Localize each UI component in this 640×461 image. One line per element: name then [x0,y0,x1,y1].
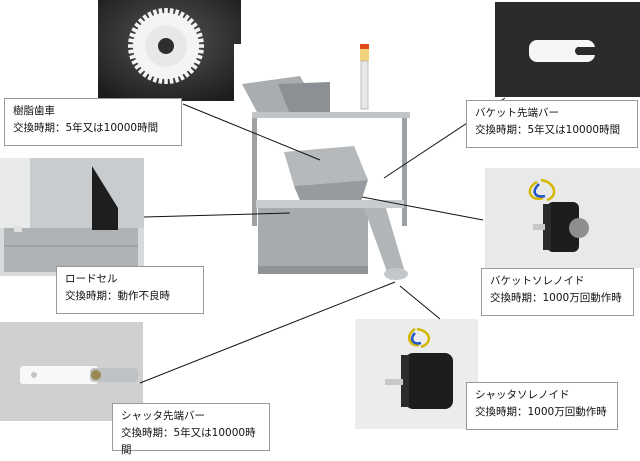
loadcell-callout-line [143,212,291,218]
solenoid-icon [355,319,478,429]
machine-illustration [242,44,410,280]
shutter-tip-interval: 5年又は10000時間 [121,427,256,456]
bar-part-icon [495,2,640,97]
gear-icon [98,0,241,101]
shutter-solenoid-callout-line [399,285,441,320]
shutter-solenoid-interval: 1000万回動作時 [527,406,607,418]
bucket-solenoid-callout-line [361,196,484,221]
loadcell-interval: 動作不良時 [117,290,171,302]
gear-label: 樹脂歯車 交換時期：5年又は10000時間 [4,98,182,146]
shutter-tip-label: シャッタ先端バー 交換時期：5年又は10000時間 [112,403,270,456]
bucket-tip-label: バケット先端バー 交換時期：5年又は10000時間 [466,100,638,148]
bucket-solenoid-interval: 1000万回動作時 [542,292,622,304]
loadcell-label: ロードセル 交換時期：動作不良時 [56,266,204,314]
gear-name: 樹脂歯車 [13,105,55,117]
shutter-solenoid-name: シャッタソレノイド [475,389,570,401]
bucket-tip-name: バケット先端バー [475,107,559,119]
gear-interval: 5年又は10000時間 [65,122,159,134]
shutter-solenoid-label: シャッタソレノイド 交換時期：1000万回動作時 [466,382,618,430]
loadcell-interval-label: 交換時期： [65,290,118,302]
gear-photo [98,0,241,101]
bucket-tip-bar-photo [495,2,640,97]
bucket-solenoid-label: バケットソレノイド 交換時期：1000万回動作時 [481,268,634,316]
shutter-tip-bar-photo [0,322,143,421]
gear-interval-label: 交換時期： [13,122,66,134]
solenoid-icon [485,168,640,268]
shutter-solenoid-interval-label: 交換時期： [475,406,528,418]
bucket-solenoid-name: バケットソレノイド [490,275,585,287]
weighing-machine-photo [234,44,416,304]
bucket-tip-interval-label: 交換時期： [475,124,528,136]
shutter-solenoid-photo [355,319,478,429]
shutter-tip-callout-line [139,281,396,384]
gear-callout-line [182,103,321,161]
bucket-solenoid-photo [485,168,640,268]
shutter-tip-name: シャッタ先端バー [121,410,205,422]
bucket-tip-interval: 5年又は10000時間 [527,124,621,136]
bucket-solenoid-interval-label: 交換時期： [490,292,543,304]
loadcell-name: ロードセル [65,273,118,285]
shutter-tip-interval-label: 交換時期： [121,427,174,439]
